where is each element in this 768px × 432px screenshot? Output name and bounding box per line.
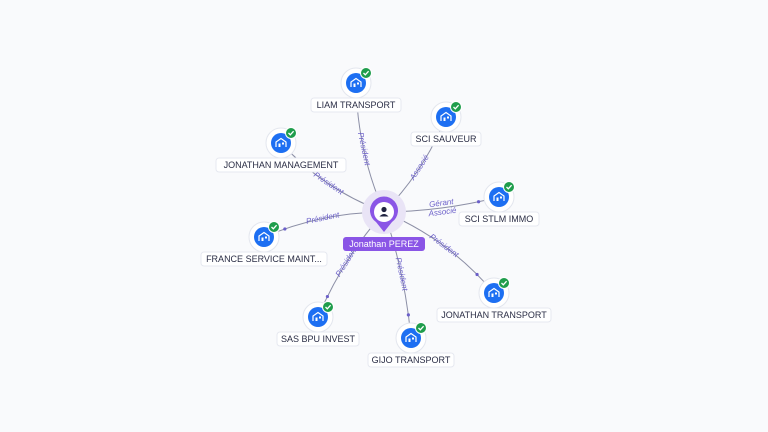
company-label-box (367, 352, 455, 368)
edge-arrow-marker (283, 227, 287, 231)
relation-label: Gérant (429, 197, 455, 209)
building-icon (405, 332, 417, 342)
company-node[interactable]: JONATHAN TRANSPORT (436, 277, 552, 323)
company-name: GIJO TRANSPORT (372, 355, 451, 365)
company-node[interactable]: SCI SAUVEUR (410, 101, 482, 147)
verified-check-icon (360, 67, 372, 79)
building-icon (493, 191, 505, 201)
building-icon (488, 287, 500, 297)
building-icon (275, 137, 287, 147)
relation-label: Président (356, 131, 372, 167)
company-node[interactable]: LIAM TRANSPORT (310, 67, 402, 113)
relation-label: Président (428, 232, 461, 260)
company-icon-disc (401, 328, 421, 348)
verified-check-icon (503, 181, 515, 193)
company-name: SCI STLM IMMO (465, 214, 534, 224)
verified-check-icon (450, 101, 462, 113)
building-icon (440, 111, 452, 121)
company-node[interactable]: JONATHAN MANAGEMENT (215, 127, 347, 173)
building-icon (312, 311, 324, 321)
company-node[interactable]: GIJO TRANSPORT (367, 322, 455, 368)
edge-arrow-marker (476, 200, 481, 204)
company-node[interactable]: SAS BPU INVEST (276, 301, 360, 347)
company-label-box (458, 211, 540, 227)
company-name: SCI SAUVEUR (415, 134, 477, 144)
company-name: JONATHAN MANAGEMENT (224, 160, 339, 170)
building-icon (350, 77, 362, 87)
company-node[interactable]: FRANCE SERVICE MAINT... (200, 221, 328, 267)
company-icon-disc (489, 187, 509, 207)
nodes-layer: LIAM TRANSPORT SCI SAUVEUR JONATHAN MANAGE… (200, 67, 552, 368)
verified-check-icon (285, 127, 297, 139)
edge-arrow-marker (325, 294, 330, 299)
company-name: FRANCE SERVICE MAINT... (206, 254, 322, 264)
person-icon (379, 206, 389, 217)
relation-label: Associé (407, 153, 431, 183)
relation-label: Président (305, 210, 341, 226)
company-icon-disc (308, 307, 328, 327)
edge-arrow-marker (475, 272, 479, 277)
verified-check-icon (498, 277, 510, 289)
company-name: SAS BPU INVEST (281, 334, 356, 344)
company-label-box (410, 131, 482, 147)
company-icon-disc (436, 107, 456, 127)
company-label-box (436, 307, 552, 323)
company-name: LIAM TRANSPORT (317, 100, 396, 110)
verified-check-icon (322, 301, 334, 313)
center-label-box (343, 237, 425, 251)
relation-label: Associé (427, 206, 457, 219)
center-node[interactable]: Jonathan PEREZ (343, 190, 425, 251)
company-icon-disc (271, 133, 291, 153)
relation-label: Président (312, 170, 346, 197)
company-label-box (215, 157, 347, 173)
verified-check-icon (415, 322, 427, 334)
center-name: Jonathan PEREZ (349, 239, 419, 249)
company-name: JONATHAN TRANSPORT (441, 310, 547, 320)
company-icon-disc (484, 283, 504, 303)
edge-arrow-marker (406, 313, 410, 317)
company-node[interactable]: SCI STLM IMMO (458, 181, 540, 227)
company-label-box (276, 331, 360, 347)
verified-check-icon (268, 221, 280, 233)
company-label-box (200, 251, 328, 267)
company-icon-disc (346, 73, 366, 93)
company-label-box (310, 97, 402, 113)
building-icon (258, 231, 270, 241)
relation-label: Président (394, 257, 410, 293)
company-icon-disc (254, 227, 274, 247)
